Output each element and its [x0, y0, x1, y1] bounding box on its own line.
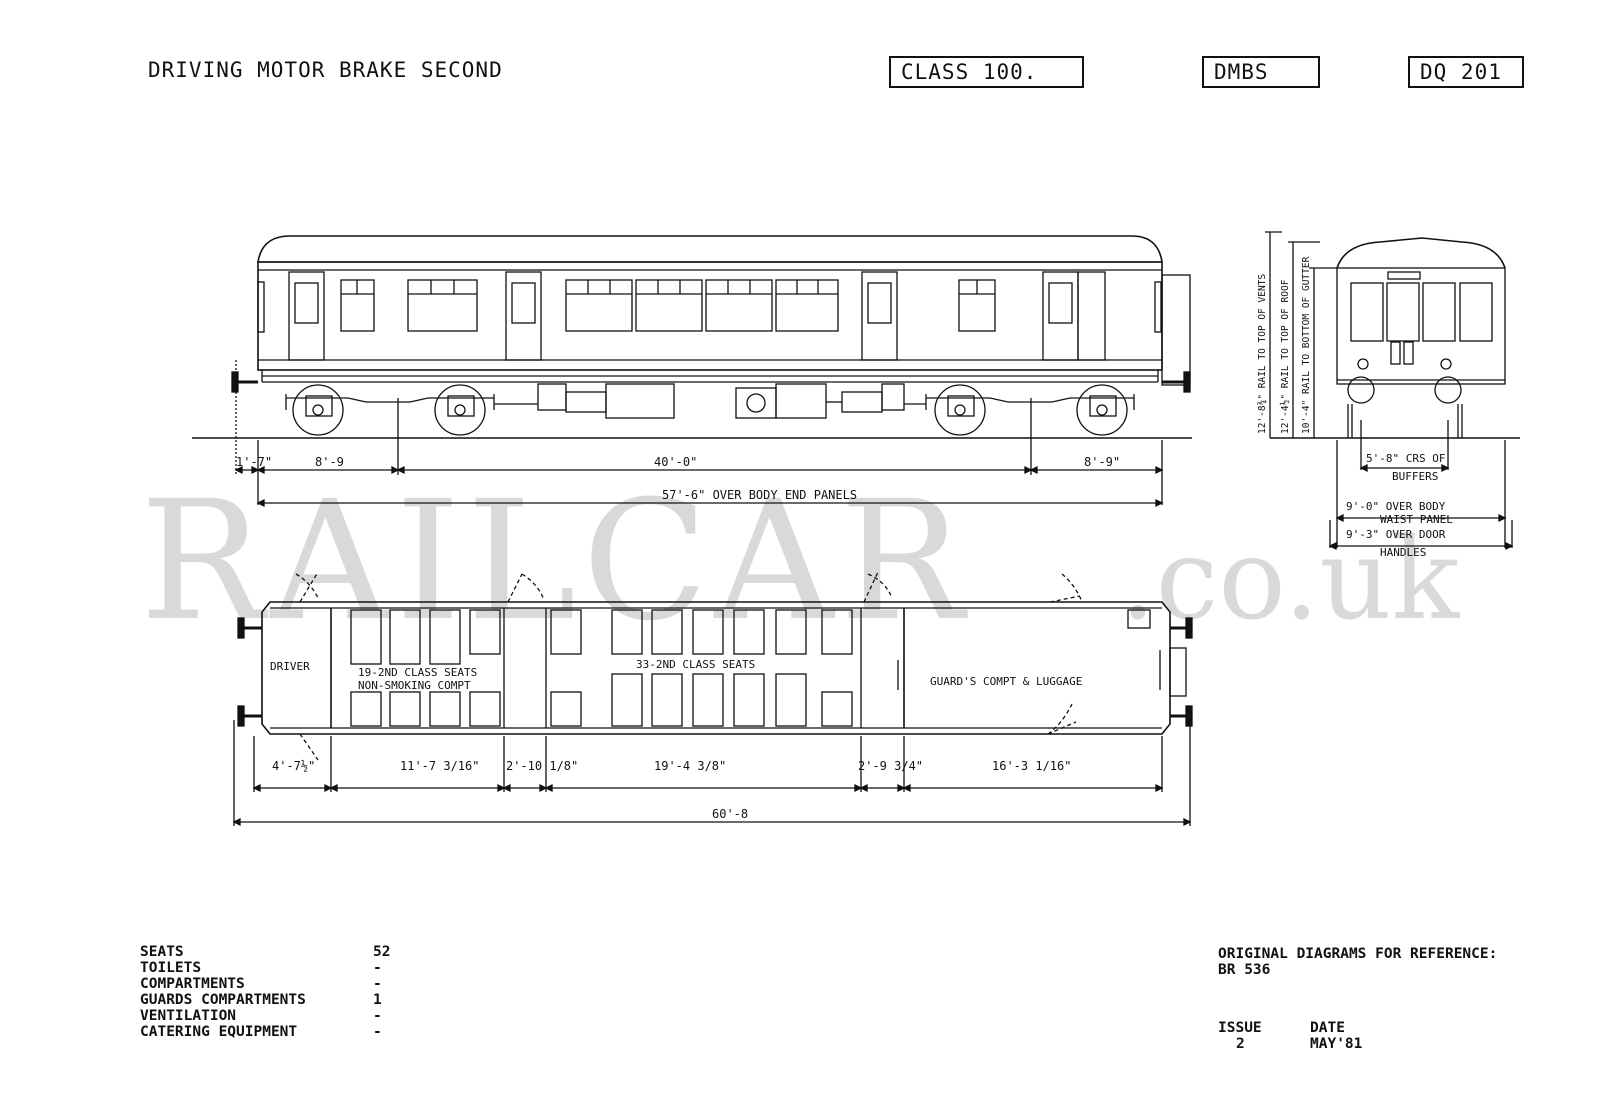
stats-row: GUARDS COMPARTMENTS 1: [140, 992, 390, 1008]
plan-dim-overall: 60'-8: [712, 807, 748, 821]
nonsmoking-seats-label-1: 19-2ND CLASS SEATS: [358, 666, 477, 679]
plan-view: [232, 571, 1193, 827]
waist-panel-label-1: 9'-0" OVER BODY: [1346, 500, 1446, 513]
door-handles-label-1: 9'-3" OVER DOOR: [1346, 528, 1446, 541]
reference-line-1: ORIGINAL DIAGRAMS FOR REFERENCE:: [1218, 946, 1498, 962]
diagram-title: DRIVING MOTOR BRAKE SECOND: [148, 58, 503, 82]
nonsmoking-seats-label-2: NON-SMOKING COMPT: [358, 679, 471, 692]
stats-row: CATERING EQUIPMENT -: [140, 1024, 390, 1040]
buffer-centres-label-2: BUFFERS: [1392, 470, 1438, 483]
watermark-main: RAILCAR: [140, 465, 970, 657]
plan-dim-5: 2'-9 3/4": [858, 759, 923, 773]
buffer-centres-label-1: 5'-8" CRS OF: [1366, 452, 1445, 465]
dim-overhang: 1'-7": [236, 455, 272, 469]
diagram-number-box: DQ 201: [1408, 56, 1524, 88]
stat-value: 1: [373, 992, 382, 1008]
stats-table: SEATS 52 TOILETS - COMPARTMENTS - GUARDS CO…: [140, 944, 390, 1040]
end-elevation: [1265, 231, 1520, 551]
stat-label: VENTILATION: [140, 1008, 237, 1024]
type-box: DMBS: [1202, 56, 1320, 88]
class-box: CLASS 100.: [889, 56, 1084, 88]
plan-dim-1: 4'-7½": [272, 759, 315, 773]
stat-value: 52: [373, 944, 391, 960]
dim-body-end-panels: 57'-6" OVER BODY END PANELS: [662, 488, 857, 502]
stat-value: -: [373, 1008, 382, 1024]
issue-block: ISSUE DATE 2 MAY'81: [1218, 1020, 1402, 1052]
dim-bogie-left: 8'-9: [315, 455, 344, 469]
stats-row: VENTILATION -: [140, 1008, 390, 1024]
date-label: DATE: [1310, 1020, 1345, 1036]
stats-row: TOILETS -: [140, 960, 390, 976]
stat-label: TOILETS: [140, 960, 202, 976]
reference-line-2: BR 536: [1218, 962, 1271, 978]
stat-value: -: [373, 960, 382, 976]
reference-block: ORIGINAL DIAGRAMS FOR REFERENCE: BR 536: [1218, 946, 1497, 978]
dim-bogie-right: 8'-9": [1084, 455, 1120, 469]
stats-row: SEATS 52: [140, 944, 390, 960]
watermark-suffix: .co.uk: [1120, 515, 1461, 645]
plan-dim-3: 2'-10 1/8": [506, 759, 578, 773]
waist-panel-label-2: WAIST PANEL: [1380, 513, 1453, 526]
stat-value: -: [373, 1024, 382, 1040]
guards-compartment-label: GUARD'S COMPT & LUGGAGE: [930, 675, 1082, 688]
dim-bogie-centres: 40'-0": [654, 455, 697, 469]
main-seats-label: 33-2ND CLASS SEATS: [636, 658, 755, 671]
stat-label: CATERING EQUIPMENT: [140, 1024, 298, 1040]
date-value: MAY'81: [1310, 1036, 1363, 1052]
height-gutter: 10'-4" RAIL TO BOTTOM OF GUTTER: [1301, 256, 1312, 434]
issue-label: ISSUE: [1218, 1020, 1262, 1036]
stat-label: GUARDS COMPARTMENTS: [140, 992, 306, 1008]
door-handles-label-2: HANDLES: [1380, 546, 1426, 559]
stats-row: COMPARTMENTS -: [140, 976, 390, 992]
plan-dim-2: 11'-7 3/16": [400, 759, 479, 773]
height-vents: 12'-8¾" RAIL TO TOP OF VENTS: [1257, 274, 1268, 434]
stat-label: COMPARTMENTS: [140, 976, 245, 992]
side-elevation: [192, 235, 1192, 508]
stat-value: -: [373, 976, 382, 992]
height-roof: 12'-4½" RAIL TO TOP OF ROOF: [1280, 279, 1291, 434]
issue-value: 2: [1236, 1036, 1245, 1052]
plan-dim-4: 19'-4 3/8": [654, 759, 726, 773]
driver-label: DRIVER: [270, 660, 310, 673]
plan-dim-6: 16'-3 1/16": [992, 759, 1071, 773]
stat-label: SEATS: [140, 944, 184, 960]
